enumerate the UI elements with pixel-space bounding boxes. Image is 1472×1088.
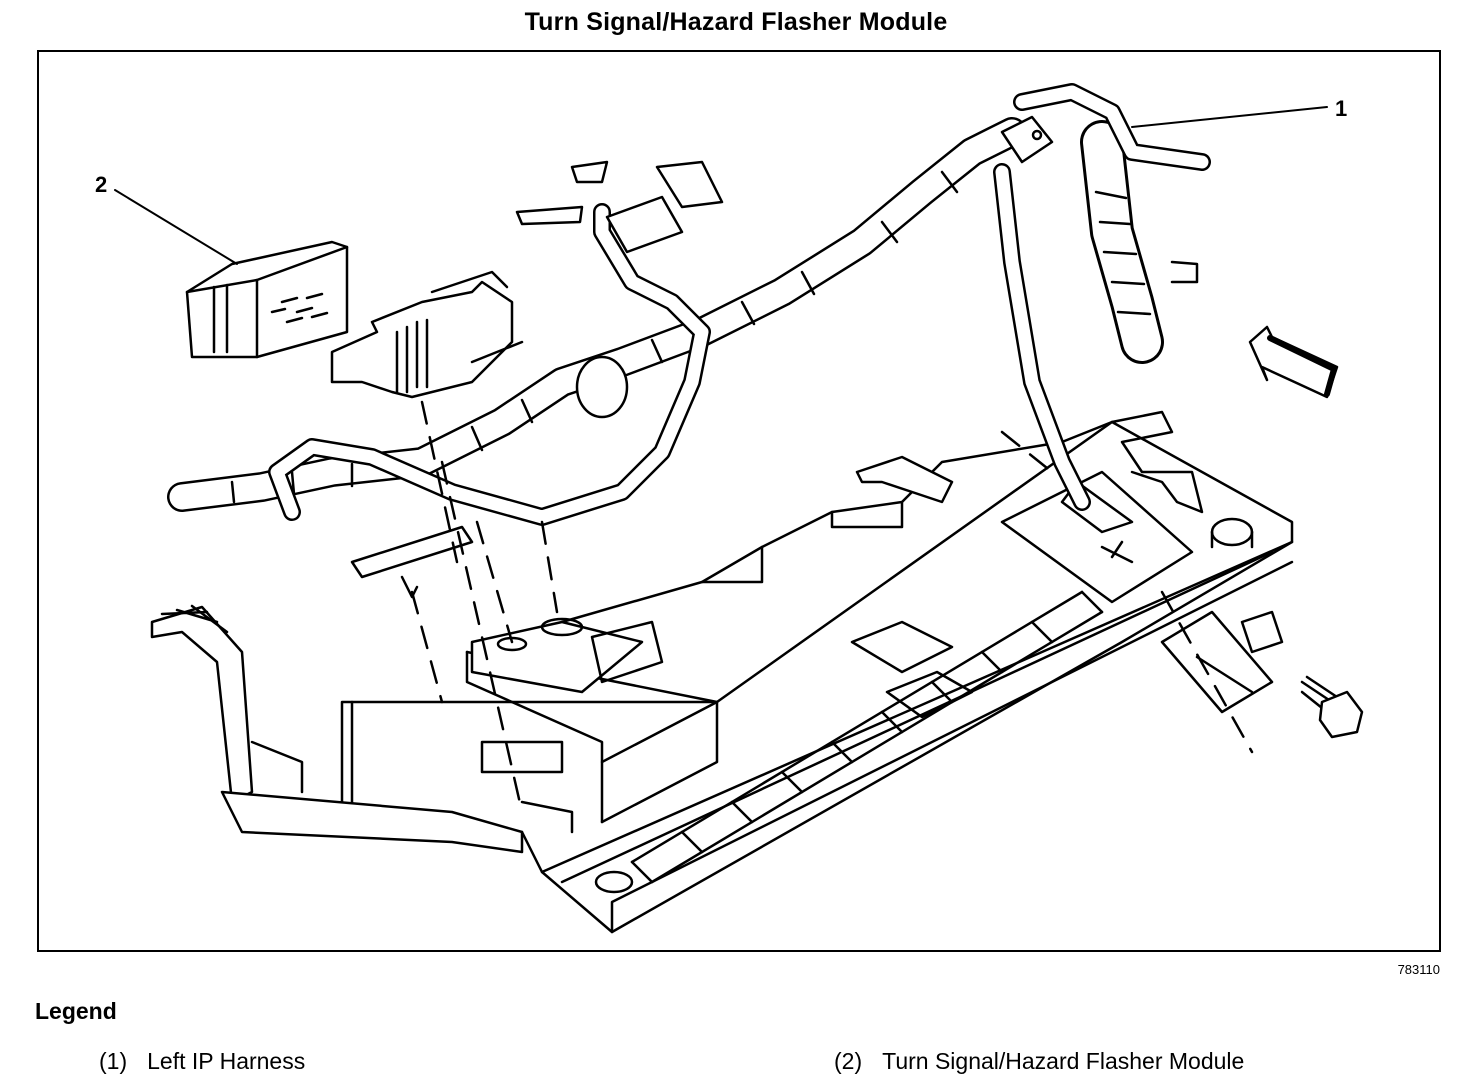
callout-leaders: [114, 106, 1328, 265]
diagram-title: Turn Signal/Hazard Flasher Module: [524, 8, 948, 36]
legend-item-label: Left IP Harness: [147, 1048, 306, 1074]
legend-heading: Legend: [35, 998, 117, 1024]
callout-1: 1: [1335, 96, 1347, 121]
legend-item-label: Turn Signal/Hazard Flasher Module: [882, 1048, 1245, 1074]
bolt-and-clip: [1160, 590, 1364, 754]
left-ip-harness: [167, 83, 1211, 526]
diagram-frame: 1 2: [37, 50, 1441, 952]
view-direction-arrow: [1248, 325, 1339, 399]
legend-item-number: (1): [99, 1048, 128, 1074]
legend-item-flasher-module: (2) Turn Signal/Hazard Flasher Module: [834, 1048, 1244, 1075]
callout-2: 2: [95, 172, 107, 197]
legend-item-number: (2): [834, 1048, 863, 1074]
exploded-view-illustration: 1 2: [95, 83, 1364, 934]
assembly-dashed-lines: [410, 400, 1054, 814]
flasher-module: [185, 240, 349, 359]
ip-carrier-bracket: [150, 410, 1294, 934]
legend-item-left-ip-harness: (1) Left IP Harness: [99, 1048, 305, 1075]
figure-id: 783110: [1397, 962, 1440, 977]
flasher-connector: [330, 270, 514, 599]
harness-connectors: [515, 160, 724, 254]
